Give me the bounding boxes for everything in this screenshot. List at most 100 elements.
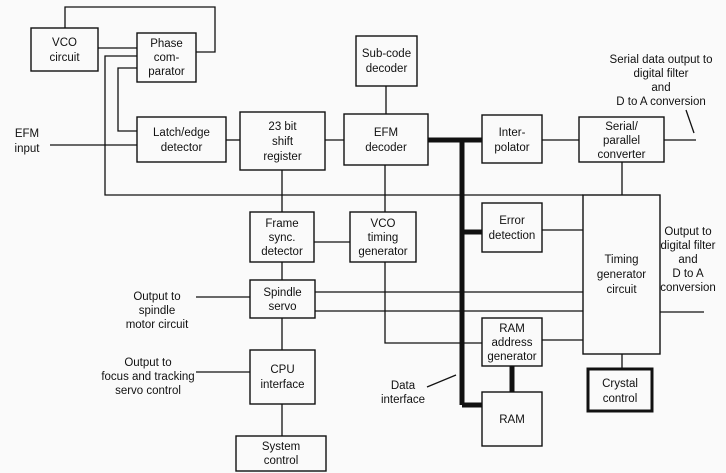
- svg-text:generator: generator: [597, 269, 646, 281]
- svg-text:Output to: Output to: [664, 226, 711, 238]
- wire-phase-feedback-2: [117, 67, 137, 132]
- ram-line1: RAM: [499, 414, 525, 426]
- output-focus-line3: servo control: [115, 385, 181, 397]
- block-serial-parallel-converter: Serial/ parallel converter: [578, 116, 665, 163]
- block-subcode-decoder: Sub-code decoder: [355, 35, 418, 87]
- svg-text:shift: shift: [272, 136, 294, 148]
- svg-text:Frame: Frame: [265, 218, 298, 230]
- svg-text:Latch/edge: Latch/edge: [153, 127, 210, 139]
- phase-comparator-line1: Phase: [150, 38, 183, 50]
- svg-text:com-: com-: [154, 52, 180, 64]
- efm-input-line2: input: [15, 143, 41, 155]
- svg-text:circuit: circuit: [49, 52, 80, 64]
- svg-text:and: and: [678, 254, 697, 266]
- svg-text:Phase: Phase: [150, 38, 183, 50]
- label-serial-output: Serial data output to digital filter and…: [610, 54, 713, 108]
- svg-text:Inter-: Inter-: [499, 127, 526, 139]
- svg-text:EFM: EFM: [15, 128, 39, 140]
- ram-address-line1: RAM: [499, 323, 525, 335]
- svg-text:23 bit: 23 bit: [268, 121, 297, 133]
- svg-text:D to A conversion: D to A conversion: [616, 96, 706, 108]
- svg-text:Output to: Output to: [133, 291, 180, 303]
- svg-text:control: control: [264, 455, 299, 467]
- data-bus: [428, 137, 515, 408]
- data-interface-line1: Data: [391, 380, 416, 392]
- wire-data-interface-pointer: [426, 374, 457, 388]
- svg-text:CPU: CPU: [270, 364, 294, 376]
- serial-output-line2: digital filter: [634, 68, 689, 80]
- svg-text:detector: detector: [161, 142, 203, 154]
- block-shift-register: 23 bit shift register: [239, 111, 326, 171]
- block-timing-generator-circuit: Timing generator circuit: [582, 194, 661, 355]
- output-right-line1: Output to: [664, 226, 711, 238]
- svg-text:servo: servo: [268, 301, 296, 313]
- svg-text:interface: interface: [260, 379, 304, 391]
- svg-text:input: input: [15, 143, 41, 155]
- shift-register-line3: register: [263, 151, 302, 163]
- output-focus-line2: focus and tracking: [101, 371, 194, 383]
- vco-circuit-line2: circuit: [49, 52, 80, 64]
- error-detection-line2: detection: [489, 230, 536, 242]
- block-latch-edge-detector: Latch/edge detector: [136, 116, 227, 163]
- block-interpolator: Inter- polator: [481, 114, 543, 164]
- svg-text:Spindle: Spindle: [263, 287, 301, 299]
- svg-text:converter: converter: [598, 149, 646, 161]
- svg-text:generator: generator: [358, 246, 407, 258]
- spindle-servo-line2: servo: [268, 301, 296, 313]
- ram-address-line2: address: [492, 337, 533, 349]
- svg-text:detector: detector: [261, 246, 303, 258]
- svg-text:sync.: sync.: [269, 232, 296, 244]
- svg-text:RAM: RAM: [499, 414, 525, 426]
- output-spindle-line2: spindle: [139, 305, 175, 317]
- label-efm-input: EFM input: [15, 128, 41, 155]
- block-error-detection: Error detection: [481, 202, 543, 253]
- svg-text:Timing: Timing: [604, 254, 638, 266]
- block-vco-timing-generator: VCO timing generator: [349, 211, 417, 263]
- serial-output-line3: and: [651, 82, 670, 94]
- svg-text:Sub-code: Sub-code: [362, 48, 411, 60]
- svg-text:address: address: [492, 337, 533, 349]
- block-vco-circuit: VCO circuit: [30, 27, 99, 72]
- interpolator-line1: Inter-: [499, 127, 526, 139]
- svg-text:Crystal: Crystal: [602, 378, 638, 390]
- svg-text:RAM: RAM: [499, 323, 525, 335]
- output-right-line2: digital filter: [661, 240, 716, 252]
- svg-text:parator: parator: [148, 66, 185, 78]
- cpu-interface-line1: CPU: [270, 364, 294, 376]
- svg-text:D to A: D to A: [672, 268, 704, 280]
- svg-text:generator: generator: [487, 351, 536, 363]
- vco-timing-line1: VCO: [371, 218, 396, 230]
- svg-text:VCO: VCO: [52, 37, 77, 49]
- serial-output-line1: Serial data output to: [610, 54, 713, 66]
- output-right-line3: and: [678, 254, 697, 266]
- svg-text:focus and tracking: focus and tracking: [101, 371, 194, 383]
- serial-output-line4: D to A conversion: [616, 96, 706, 108]
- vco-circuit-line1: VCO: [52, 37, 77, 49]
- timing-generator-line2: generator: [597, 269, 646, 281]
- svg-text:digital filter: digital filter: [661, 240, 716, 252]
- svg-text:circuit: circuit: [606, 284, 637, 296]
- block-cpu-interface: CPU interface: [249, 349, 316, 405]
- svg-text:EFM: EFM: [374, 127, 398, 139]
- svg-text:Serial data output to: Serial data output to: [610, 54, 713, 66]
- ram-address-line3: generator: [487, 351, 536, 363]
- vco-timing-line2: timing: [368, 232, 399, 244]
- serial-converter-line2: parallel: [603, 135, 640, 147]
- crystal-control-line1: Crystal: [602, 378, 638, 390]
- svg-text:conversion: conversion: [660, 282, 716, 294]
- svg-text:Error: Error: [499, 215, 525, 227]
- spindle-servo-line1: Spindle: [263, 287, 301, 299]
- svg-text:System: System: [262, 441, 300, 453]
- svg-text:timing: timing: [368, 232, 399, 244]
- subcode-decoder-line2: decoder: [366, 63, 408, 75]
- svg-text:Output to: Output to: [124, 357, 171, 369]
- label-output-spindle: Output to spindle motor circuit: [126, 291, 189, 331]
- system-control-line2: control: [264, 455, 299, 467]
- latch-detector-line2: detector: [161, 142, 203, 154]
- svg-text:VCO: VCO: [371, 218, 396, 230]
- block-system-control: System control: [235, 435, 327, 472]
- shift-register-line2: shift: [272, 136, 294, 148]
- svg-text:motor circuit: motor circuit: [126, 319, 189, 331]
- output-right-line4: D to A: [672, 268, 704, 280]
- label-output-focus: Output to focus and tracking servo contr…: [101, 357, 194, 397]
